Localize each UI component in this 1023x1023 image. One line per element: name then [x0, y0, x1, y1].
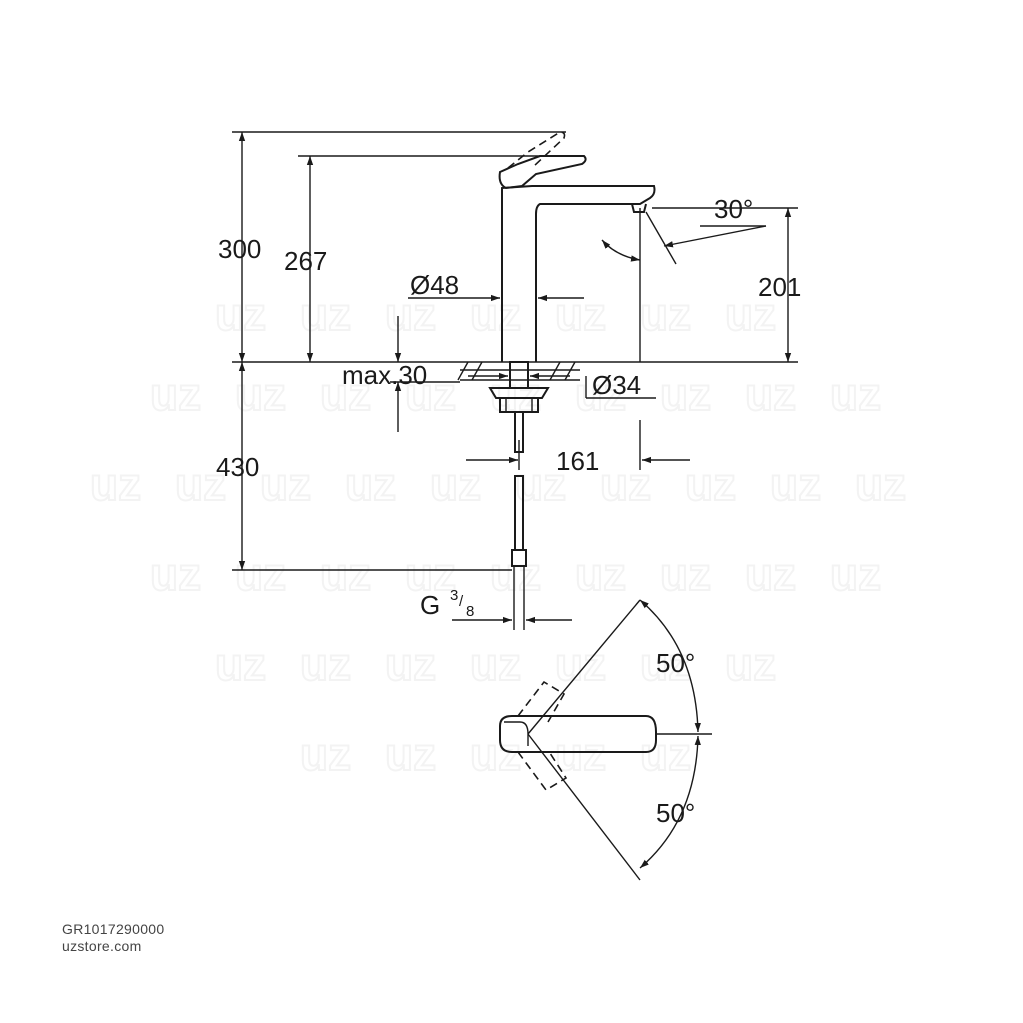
- svg-text:uz: uz: [430, 458, 481, 510]
- svg-text:3: 3: [450, 587, 458, 604]
- svg-text:30°: 30°: [714, 194, 753, 224]
- svg-text:uz: uz: [385, 638, 436, 690]
- svg-text:uz: uz: [175, 458, 226, 510]
- svg-text:8: 8: [466, 603, 474, 620]
- svg-text:uz: uz: [385, 728, 436, 780]
- faucet-body: [501, 185, 656, 362]
- product-sku: GR1017290000: [62, 921, 165, 937]
- svg-text:uz: uz: [300, 728, 351, 780]
- svg-text:uz: uz: [555, 288, 606, 340]
- svg-text:uz: uz: [385, 288, 436, 340]
- svg-text:uz: uz: [470, 288, 521, 340]
- svg-text:50°: 50°: [656, 648, 695, 678]
- svg-text:uz: uz: [745, 548, 796, 600]
- svg-text:uz: uz: [745, 368, 796, 420]
- svg-text:uz: uz: [405, 368, 456, 420]
- svg-text:G: G: [420, 590, 440, 620]
- svg-text:uz: uz: [830, 368, 881, 420]
- svg-text:uz: uz: [640, 728, 691, 780]
- dimension-body-diameter: Ø48: [408, 270, 584, 302]
- svg-text:uz: uz: [575, 368, 626, 420]
- spout-outlet: [631, 203, 647, 213]
- svg-text:uz: uz: [150, 548, 201, 600]
- lever-handle: [498, 155, 587, 190]
- dimension-max-thickness: max.30: [342, 316, 460, 432]
- svg-text:uz: uz: [830, 548, 881, 600]
- svg-text:161: 161: [556, 446, 599, 476]
- svg-text:uz: uz: [345, 458, 396, 510]
- faucet-top-view: 50° 50°: [499, 599, 712, 881]
- svg-text:uz: uz: [150, 368, 201, 420]
- top-view-rotated-left: [517, 680, 566, 723]
- svg-text:uz: uz: [470, 638, 521, 690]
- svg-text:uz: uz: [215, 638, 266, 690]
- svg-text:uz: uz: [660, 548, 711, 600]
- svg-text:max.30: max.30: [342, 360, 427, 390]
- top-view-rotated-right: [517, 749, 568, 792]
- svg-text:uz: uz: [320, 548, 371, 600]
- svg-text:uz: uz: [470, 728, 521, 780]
- svg-text:267: 267: [284, 246, 327, 276]
- faucet-side-view: [232, 131, 798, 630]
- dimension-spout-reach: 161: [466, 420, 690, 476]
- svg-text:50°: 50°: [656, 798, 695, 828]
- svg-text:uz: uz: [855, 458, 906, 510]
- svg-text:uz: uz: [490, 548, 541, 600]
- svg-text:uz: uz: [770, 458, 821, 510]
- svg-text:uz: uz: [320, 368, 371, 420]
- dimension-connection-thread: G 3 / 8: [420, 587, 572, 624]
- dimension-hose-length: 430: [216, 362, 512, 571]
- mounting-flange: [488, 387, 550, 399]
- svg-text:uz: uz: [215, 288, 266, 340]
- svg-text:Ø48: Ø48: [410, 270, 459, 300]
- svg-text:uz: uz: [555, 728, 606, 780]
- svg-text:uz: uz: [575, 548, 626, 600]
- svg-text:300: 300: [218, 234, 261, 264]
- svg-text:430: 430: [216, 452, 259, 482]
- dimension-outlet-angle: 30°: [601, 194, 767, 362]
- svg-text:uz: uz: [725, 288, 776, 340]
- countertop-hatch: [457, 361, 580, 381]
- svg-text:uz: uz: [300, 288, 351, 340]
- dimension-spout-height: 267: [284, 155, 584, 362]
- lever-handle-raised: [507, 131, 566, 169]
- svg-text:uz: uz: [640, 288, 691, 340]
- svg-text:uz: uz: [300, 638, 351, 690]
- dimension-outlet-height: 201: [652, 207, 801, 362]
- svg-text:uz: uz: [90, 458, 141, 510]
- svg-text:Ø34: Ø34: [592, 370, 641, 400]
- svg-text:/: /: [459, 593, 464, 610]
- svg-text:uz: uz: [555, 638, 606, 690]
- svg-text:uz: uz: [725, 638, 776, 690]
- svg-text:uz: uz: [405, 548, 456, 600]
- dimension-base-diameter: Ø34: [468, 370, 656, 400]
- svg-text:201: 201: [758, 272, 801, 302]
- hose-connector: [511, 549, 527, 567]
- svg-text:uz: uz: [660, 368, 711, 420]
- svg-text:uz: uz: [685, 458, 736, 510]
- svg-text:uz: uz: [260, 458, 311, 510]
- dimension-total-height: 300: [218, 131, 566, 362]
- store-site: uzstore.com: [62, 938, 142, 954]
- svg-text:uz: uz: [600, 458, 651, 510]
